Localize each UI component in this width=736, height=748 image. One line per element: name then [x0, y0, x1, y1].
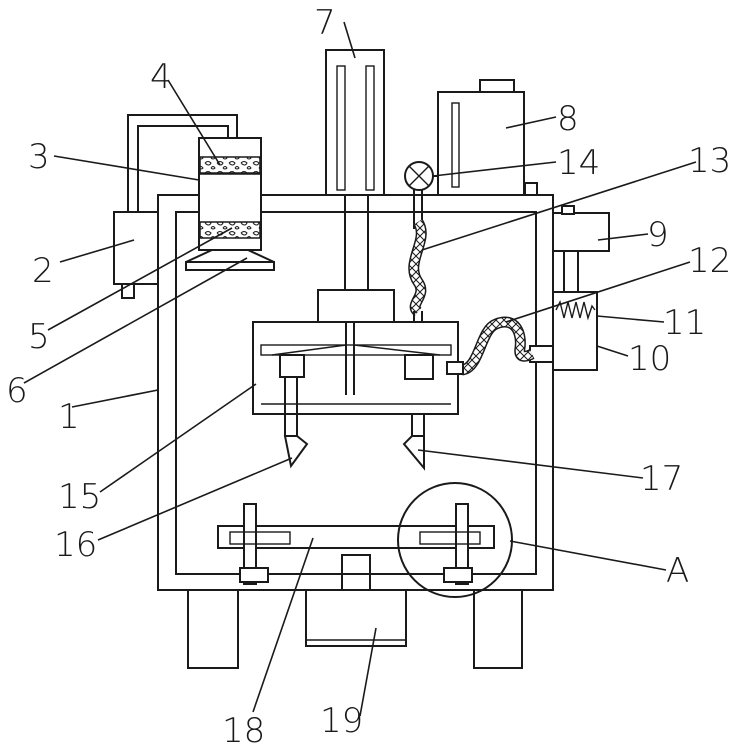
label-10: 10 — [628, 339, 671, 379]
label-11: 11 — [663, 303, 706, 343]
label-4: 4 — [150, 57, 172, 97]
label-3: 3 — [28, 137, 50, 177]
label-9: 9 — [647, 215, 669, 255]
collection-box — [306, 590, 406, 646]
label-2: 2 — [32, 251, 54, 291]
label-18: 18 — [222, 711, 265, 748]
label-5: 5 — [28, 317, 50, 357]
label-16: 16 — [54, 525, 97, 565]
filter-unit — [186, 138, 274, 270]
label-8: 8 — [557, 99, 579, 139]
label-14: 14 — [557, 143, 600, 183]
label-19: 19 — [320, 701, 363, 741]
label-a: A — [666, 551, 689, 591]
label-7: 7 — [314, 3, 336, 43]
label-17: 17 — [640, 459, 683, 499]
label-15: 15 — [58, 477, 101, 517]
label-1: 1 — [58, 397, 80, 437]
label-13: 13 — [688, 141, 731, 181]
label-6: 6 — [6, 371, 28, 411]
label-12: 12 — [688, 241, 731, 281]
